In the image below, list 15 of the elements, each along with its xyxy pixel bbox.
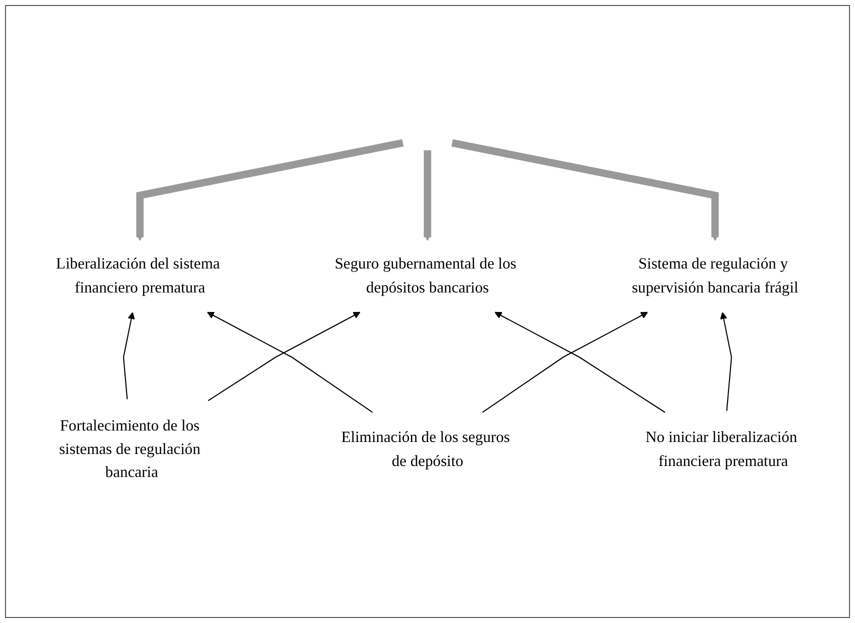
node-label: Eliminación de los seguros de depósito (341, 428, 510, 470)
arrow (720, 312, 732, 411)
arrow (208, 312, 360, 402)
node-label: Liberalización del sistema financiero prematura (56, 255, 220, 296)
arrow (482, 312, 648, 413)
node-label: Seguro gubernamental de los depósitos bancarios (334, 255, 516, 296)
node-label: Sistema de regulación y supervisión bancaria frágil (632, 255, 798, 296)
arrow (207, 312, 373, 413)
arrow (494, 312, 666, 413)
arrow (122, 312, 135, 400)
thick-arrow (424, 150, 432, 241)
node-label: Fortalecimiento de los sistemas de regulación bancaria (59, 417, 200, 482)
thick-arrow (451, 139, 719, 241)
node-label: No iniciar liberalización financiera prematura (645, 428, 798, 470)
thick-arrow (136, 139, 404, 241)
